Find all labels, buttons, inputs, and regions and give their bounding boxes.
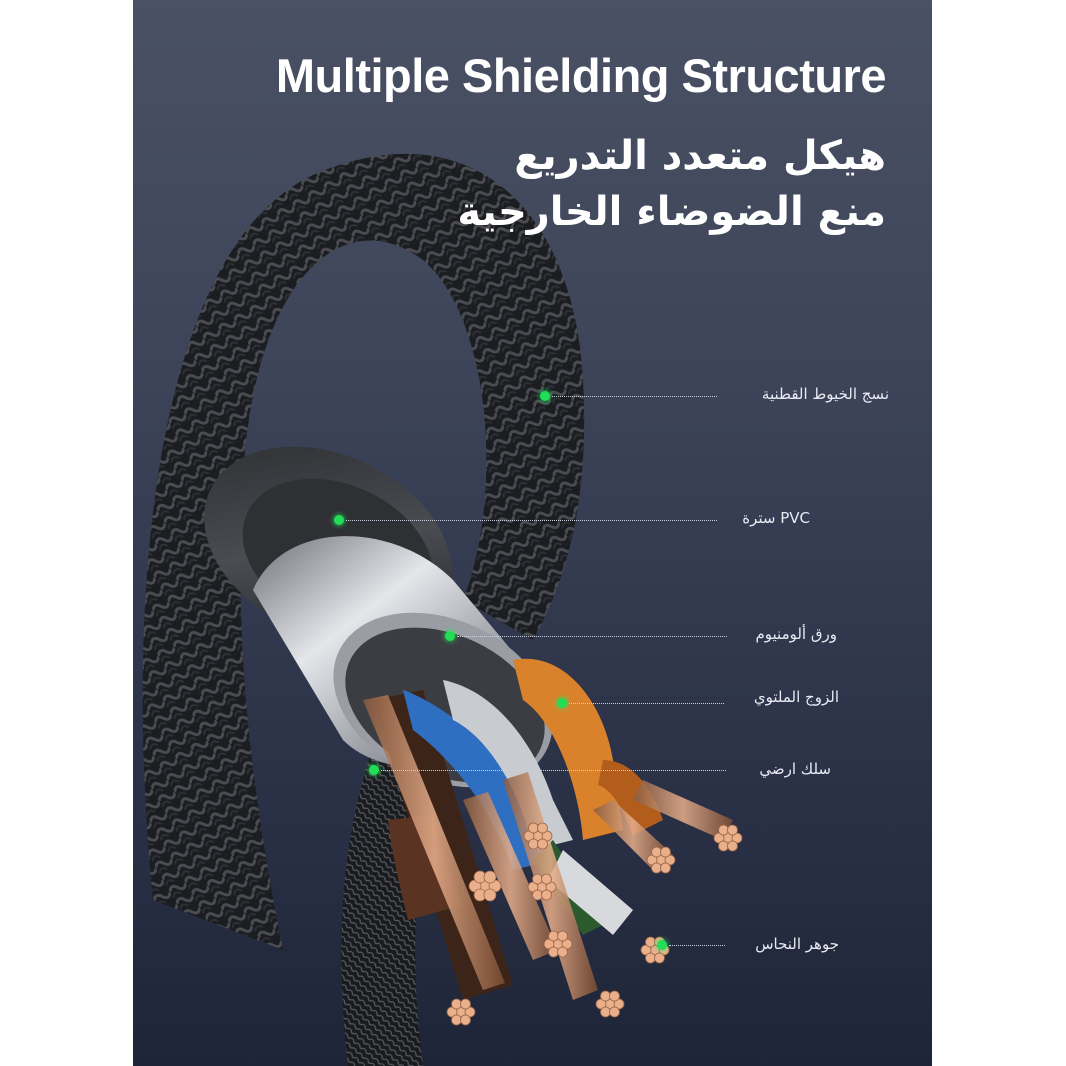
title-arabic: هيكل متعدد التدريع منع الضوضاء الخارجية (286, 128, 886, 240)
cable-illustration (142, 153, 743, 1066)
product-image-panel: Multiple Shielding Structure هيكل متعدد … (133, 0, 932, 1066)
indicator-dot-aluminum-foil (445, 631, 455, 641)
title-english: Multiple Shielding Structure (275, 49, 887, 102)
callout-label-ground-wire: سلك ارضي (759, 760, 831, 778)
copper-strand-ends (446, 822, 743, 1026)
indicator-dot-pvc-jacket (334, 515, 344, 525)
callout-label-copper-core: جوهر النحاس (755, 935, 839, 953)
leader-line-pvc-jacket (346, 520, 717, 521)
leader-line-ground-wire (381, 770, 726, 771)
indicator-dot-copper-core (657, 940, 667, 950)
indicator-dot-ground-wire (369, 765, 379, 775)
callout-label-twisted-pair: الزوج الملتوي (753, 688, 839, 706)
title-arabic-line-2: منع الضوضاء الخارجية (457, 189, 886, 235)
leader-line-cotton-braid (552, 396, 717, 397)
twisted-wires (363, 658, 733, 1000)
title-arabic-line-1: هيكل متعدد التدريع (514, 133, 886, 179)
leader-line-aluminum-foil (457, 636, 727, 637)
braided-cable-loop (142, 153, 585, 950)
callout-label-cotton-braid: نسج الخيوط القطنية (761, 385, 889, 403)
callout-label-aluminum-foil: ورق ألومنيوم (755, 625, 837, 643)
callout-label-pvc-jacket: PVC سترة (742, 509, 810, 527)
indicator-dot-cotton-braid (540, 391, 550, 401)
leader-line-copper-core (669, 945, 725, 946)
leader-line-twisted-pair (569, 703, 724, 704)
indicator-dot-twisted-pair (557, 698, 567, 708)
